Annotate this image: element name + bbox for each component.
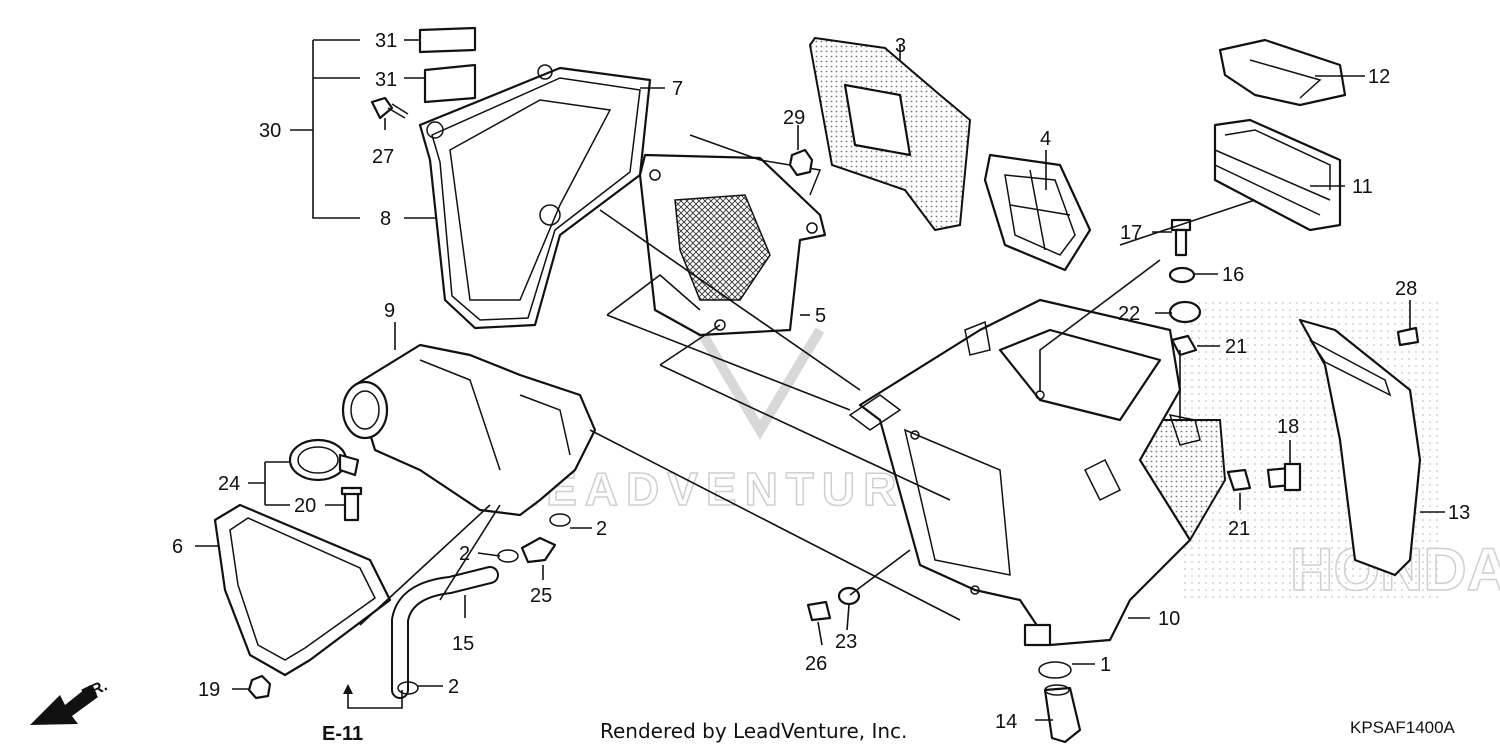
callout-19: 19 — [198, 679, 220, 701]
air-cleaner-cover — [418, 64, 652, 330]
callout-1: 1 — [1100, 654, 1111, 676]
clamp-24 — [288, 438, 360, 482]
drain-plug-14 — [1043, 684, 1082, 744]
callout-15: 15 — [452, 633, 474, 655]
callout-30: 30 — [259, 120, 281, 142]
cap-12 — [1218, 38, 1347, 107]
callout-26: 26 — [805, 653, 827, 675]
collar-16 — [1168, 266, 1196, 284]
callout-2-c: 2 — [448, 676, 459, 698]
callout-6: 6 — [172, 536, 183, 558]
side-cover — [1298, 318, 1422, 577]
clip-2-lower — [397, 681, 419, 695]
nut-29 — [788, 148, 814, 177]
callout-8: 8 — [380, 208, 391, 230]
screw-28 — [1396, 326, 1420, 347]
reference-e11: E-11 — [322, 723, 363, 745]
callout-21-b: 21 — [1228, 518, 1250, 540]
callout-29: 29 — [783, 107, 805, 129]
bolt-26 — [806, 600, 832, 622]
callout-7: 7 — [672, 78, 683, 100]
credit-line: Rendered by LeadVenture, Inc. — [600, 719, 907, 743]
callout-9: 9 — [384, 300, 395, 322]
callout-23: 23 — [835, 631, 857, 653]
callout-21-a: 21 — [1225, 336, 1247, 358]
element-pads — [418, 26, 477, 104]
svg-text:FR.: FR. — [80, 677, 111, 703]
bolt-18 — [1266, 462, 1302, 492]
callout-11: 11 — [1352, 176, 1373, 198]
duct-11 — [1213, 118, 1342, 232]
callout-12: 12 — [1368, 66, 1390, 88]
element-holder — [638, 134, 827, 337]
callout-18: 18 — [1277, 416, 1299, 438]
screw-20 — [340, 486, 363, 522]
diagram-code: KPSAF1400A — [1350, 718, 1456, 737]
nut-21-lower — [1226, 468, 1252, 492]
callout-27: 27 — [372, 146, 394, 168]
nut-19 — [247, 674, 272, 700]
joint-25 — [520, 536, 557, 564]
callout-17: 17 — [1120, 222, 1142, 244]
leader-lines — [195, 39, 1445, 721]
chamber-9 — [341, 343, 597, 517]
grommet-22 — [1168, 300, 1202, 324]
clip-2-upper — [549, 513, 571, 527]
callout-2-a: 2 — [596, 518, 607, 540]
drain-tube — [391, 566, 499, 699]
callout-5: 5 — [815, 305, 826, 327]
bolt-27 — [370, 96, 409, 120]
element-cage — [983, 153, 1092, 272]
callout-31-a: 31 — [375, 30, 397, 52]
nut-21-upper — [1170, 334, 1198, 357]
clip-2-middle — [497, 549, 519, 563]
front-mark: FR. — [30, 677, 110, 725]
callout-2-b: 2 — [459, 543, 470, 565]
callout-22: 22 — [1118, 303, 1140, 325]
callout-labels: 31 31 30 27 8 7 3 29 4 12 11 17 16 22 21… — [172, 30, 1470, 733]
callout-31-b: 31 — [375, 69, 397, 91]
callout-20: 20 — [294, 495, 316, 517]
callout-25: 25 — [530, 585, 552, 607]
callout-16: 16 — [1222, 264, 1244, 286]
clip-1 — [1038, 661, 1072, 679]
callout-28: 28 — [1395, 278, 1417, 300]
callout-14: 14 — [995, 711, 1017, 733]
foam-element — [808, 36, 972, 232]
callout-24: 24 — [218, 473, 240, 495]
callout-4: 4 — [1040, 128, 1051, 150]
callout-13: 13 — [1448, 502, 1470, 524]
callout-3: 3 — [895, 35, 906, 57]
gasket-6 — [213, 503, 392, 677]
svg-text:LEADVENTURE: LEADVENTURE — [510, 463, 943, 515]
callout-10: 10 — [1158, 608, 1180, 630]
